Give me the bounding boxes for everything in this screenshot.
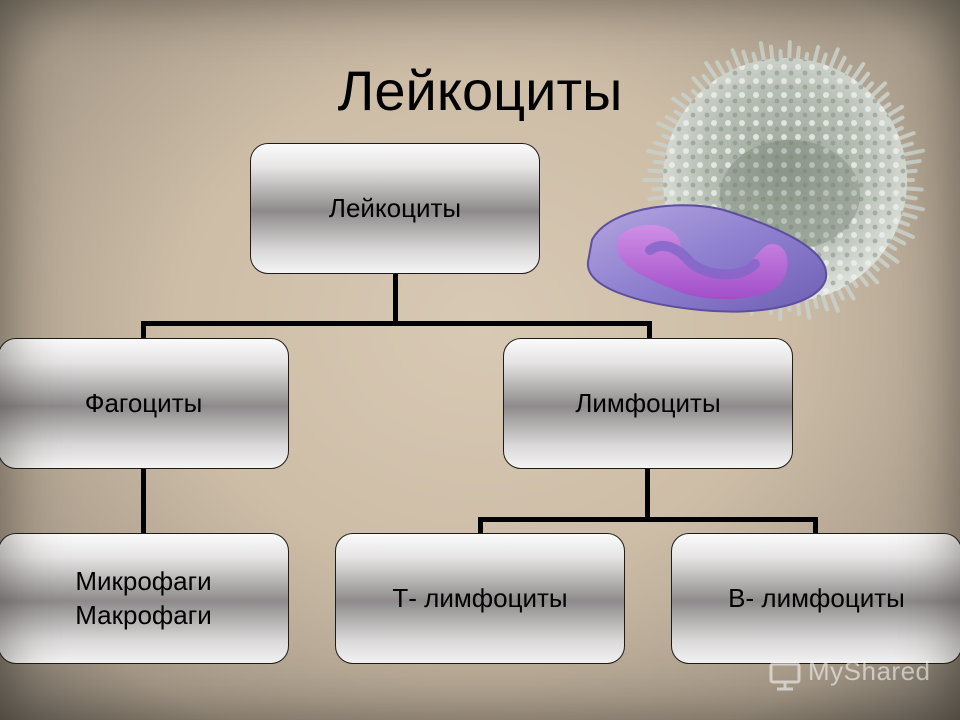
connector-to-lymphocytes bbox=[647, 321, 652, 340]
node-t-lymphocytes: Т- лимфоциты bbox=[335, 533, 625, 664]
connector-level1-bar bbox=[141, 321, 652, 326]
node-t-lymphocytes-label: Т- лимфоциты bbox=[392, 582, 568, 613]
node-phagocytes-label: Фагоциты bbox=[84, 387, 203, 418]
watermark-text: MyShared bbox=[808, 656, 931, 686]
presentation-icon bbox=[769, 662, 801, 691]
node-leukocytes-label: Лейкоциты bbox=[328, 192, 462, 223]
node-phagocytes: Фагоциты bbox=[0, 338, 289, 469]
connector-phagocytes-down bbox=[141, 468, 146, 535]
node-leukocytes: Лейкоциты bbox=[250, 143, 540, 274]
connector-to-t-lymphocytes bbox=[478, 517, 483, 535]
node-b-lymphocytes: В- лимфоциты bbox=[671, 533, 960, 664]
connector-root-down bbox=[393, 273, 398, 323]
node-micro-macrophages: Микрофаги Макрофаги bbox=[0, 533, 289, 664]
lymphocyte-cell-illustration bbox=[586, 204, 828, 313]
connector-to-phagocytes bbox=[141, 321, 146, 340]
connector-level2-bar bbox=[478, 517, 818, 522]
node-lymphocytes: Лимфоциты bbox=[503, 338, 793, 469]
slide-title: Лейкоциты bbox=[337, 59, 623, 122]
connector-to-b-lymphocytes bbox=[813, 517, 818, 535]
connector-lymphocytes-down bbox=[645, 468, 650, 520]
node-macrophages-label: Макрофаги bbox=[75, 599, 212, 630]
node-b-lymphocytes-label: В- лимфоциты bbox=[728, 582, 905, 613]
node-lymphocytes-label: Лимфоциты bbox=[575, 387, 721, 418]
node-microphages-label: Микрофаги bbox=[75, 565, 212, 596]
